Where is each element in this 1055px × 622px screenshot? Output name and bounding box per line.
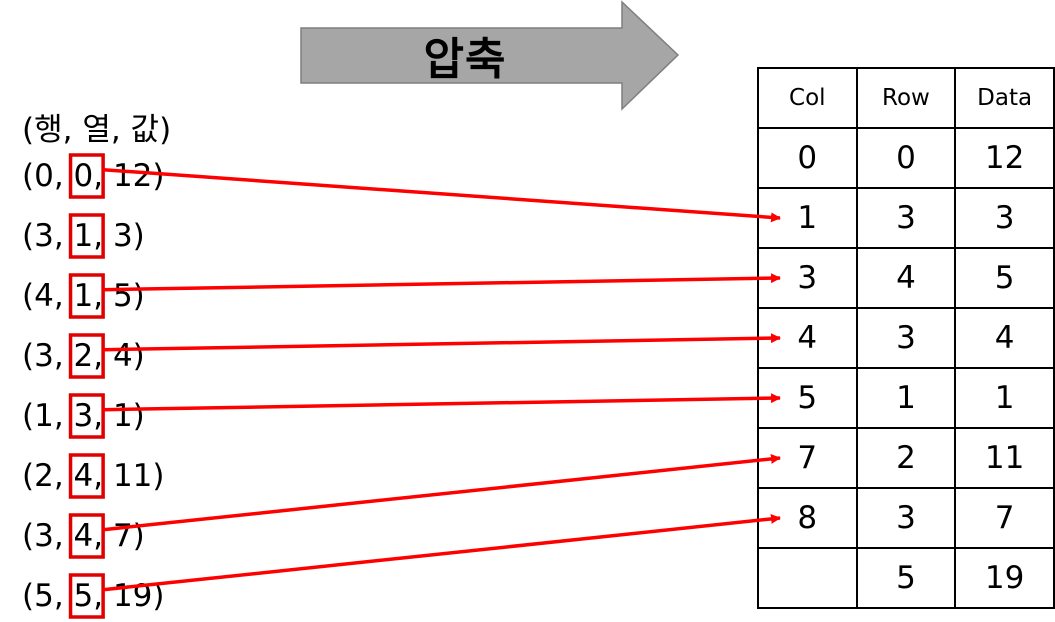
tuple-suffix: 7) (103, 518, 145, 554)
tuple-suffix: 3) (103, 218, 145, 254)
col-cell (757, 547, 858, 609)
tuple-suffix: 4) (103, 338, 145, 374)
col-cell: 4 (757, 307, 858, 369)
tuple-suffix: 19) (103, 578, 165, 614)
tuple-prefix: (4, (22, 278, 74, 314)
data-cell: 12 (954, 127, 1055, 189)
data-cell: 5 (954, 247, 1055, 309)
tuple-header: (행, 열, 값) (22, 112, 172, 148)
col-cell: 3 (757, 247, 858, 309)
tuple-row: (3, 1, 3) (22, 214, 145, 258)
tuple-prefix: (3, (22, 338, 74, 374)
tuple-prefix: (5, (22, 578, 74, 614)
data-cell: 1 (954, 367, 1055, 429)
tuple-col-value: 5, (73, 578, 104, 614)
tuple-prefix: (3, (22, 218, 74, 254)
row-cell: 3 (855, 307, 957, 369)
tuple-row: (3, 4, 7) (22, 514, 145, 558)
tuple-col-value: 4, (73, 458, 104, 494)
row-cell: 4 (855, 247, 957, 309)
col-cell: 1 (757, 187, 858, 249)
data-cell: 7 (954, 487, 1055, 549)
tuple-row: (4, 1, 5) (22, 274, 145, 318)
tuple-suffix: 11) (103, 458, 165, 494)
tuple-col-value: 1, (73, 278, 104, 314)
data-cell: 3 (954, 187, 1055, 249)
row-header: Row (855, 67, 957, 129)
col-cell: 7 (757, 427, 858, 489)
row-cell: 1 (855, 367, 957, 429)
compress-arrow-shape (300, 0, 680, 111)
row-cell: 5 (855, 547, 957, 609)
tuple-col-value: 4, (73, 518, 104, 554)
tuple-col-value: 0, (73, 158, 104, 194)
tuple-prefix: (3, (22, 518, 74, 554)
table-header-row: Col Row Data (757, 67, 1055, 129)
tuple-row: (2, 4, 11) (22, 454, 165, 498)
tuple-prefix: (0, (22, 158, 74, 194)
tuple-col-value: 2, (73, 338, 104, 374)
tuple-row: (1, 3, 1) (22, 394, 145, 438)
tuple-suffix: 5) (103, 278, 145, 314)
tuple-col-value: 3, (73, 398, 104, 434)
tuple-suffix: 12) (103, 158, 165, 194)
data-header: Data (954, 67, 1055, 129)
tuple-row: (0, 0, 12) (22, 154, 165, 198)
tuple-row: (5, 5, 19) (22, 574, 165, 618)
tuple-suffix: 1) (103, 398, 145, 434)
row-cell: 3 (855, 487, 957, 549)
col-cell: 8 (757, 487, 858, 549)
tuple-col-value: 1, (73, 218, 104, 254)
data-cell: 19 (954, 547, 1055, 609)
col-cell: 5 (757, 367, 858, 429)
compress-label: 압축 (423, 34, 507, 85)
col-header: Col (757, 67, 858, 129)
data-cell: 4 (954, 307, 1055, 369)
tuple-prefix: (1, (22, 398, 74, 434)
tuple-row: (3, 2, 4) (22, 334, 145, 378)
row-cell: 3 (855, 187, 957, 249)
tuple-prefix: (2, (22, 458, 74, 494)
col-cell: 0 (757, 127, 858, 189)
data-cell: 11 (954, 427, 1055, 489)
row-cell: 0 (855, 127, 957, 189)
row-cell: 2 (855, 427, 957, 489)
